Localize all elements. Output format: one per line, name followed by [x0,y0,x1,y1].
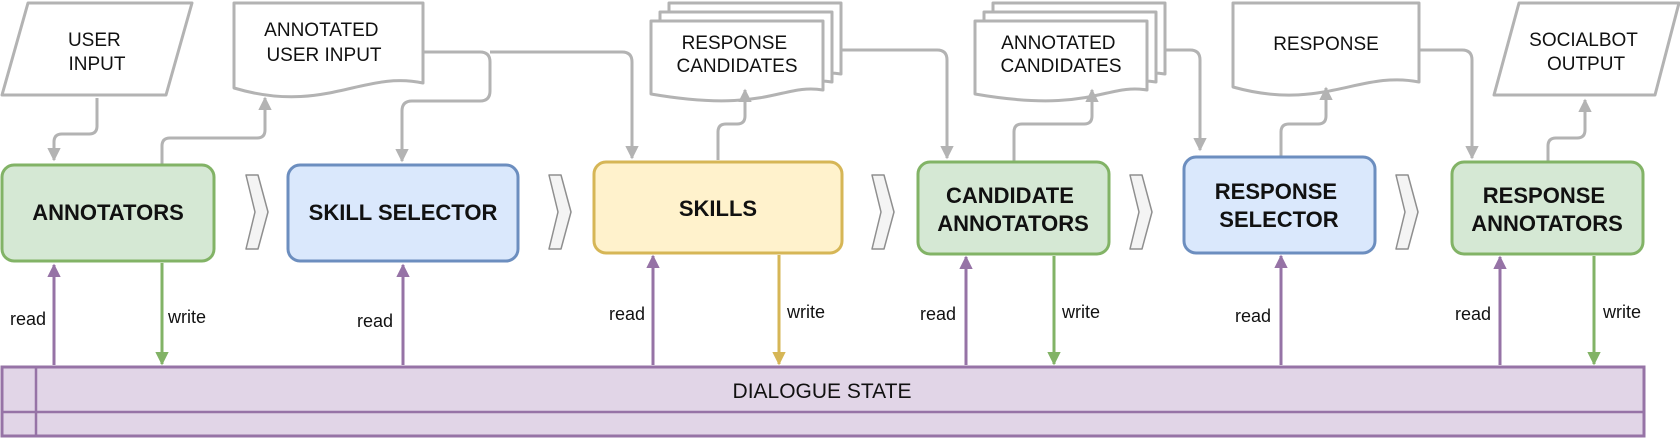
socialbot-output-line1: SOCIALBOT [1529,30,1638,51]
socialbot-output-line2: OUTPUT [1547,54,1626,75]
read-label-annotators: read [10,309,46,329]
response-annotators-label: RESPONSE ANNOTATORS [1471,183,1623,236]
flow-response-candidates-to-candidate-annotators [841,48,954,160]
annotated-user-input-line1: ANNOTATED [264,20,378,41]
response-annotators-line1: RESPONSE [1483,183,1605,208]
step-arrow-5 [1395,174,1419,250]
step-arrow-3 [871,174,895,250]
skill-selector-label: SKILL SELECTOR [309,200,498,225]
write-label-annotators: write [167,307,206,327]
read-label-response-selector: read [1235,306,1271,326]
read-write-arrows [47,254,1601,366]
annotated-user-input-label: ANNOTATED USER INPUT [264,20,384,66]
skill-selector-line1: SKILL SELECTOR [309,200,498,225]
response-shape: RESPONSE [1231,1,1421,97]
flow-annotated-candidates-to-response-selector [1165,48,1207,152]
write-label-skills: write [786,302,825,322]
flow-response-annotators-to-socialbot-output [1546,98,1592,162]
annotated-candidates-line1: ANNOTATED [1001,33,1115,54]
flow-user-input-to-annotators [47,98,99,162]
response-candidates-shape: RESPONSE CANDIDATES [649,1,843,103]
step-arrows [245,174,1419,250]
candidate-annotators-label: CANDIDATE ANNOTATORS [937,183,1089,236]
response-selector-line1: RESPONSE [1215,179,1337,204]
stage-response-annotators: RESPONSE ANNOTATORS [1450,160,1645,256]
response-annotators-line2: ANNOTATORS [1471,211,1623,236]
step-arrow-4 [1129,174,1153,250]
read-label-response-annotators: read [1455,304,1491,324]
user-input-shape: USER INPUT [0,1,194,97]
socialbot-output-label: SOCIALBOT OUTPUT [1529,30,1643,75]
step-arrow-1 [245,174,269,250]
annotators-label: ANNOTATORS [32,200,184,225]
flow-annotated-input-to-skills [490,50,639,160]
response-candidates-line1: RESPONSE [682,33,788,54]
annotated-user-input-line2: USER INPUT [266,45,381,66]
response-label: RESPONSE [1273,34,1379,55]
user-input-label: USER INPUT [68,30,126,75]
annotators-line1: ANNOTATORS [32,200,184,225]
read-label-candidate-annotators: read [920,304,956,324]
candidate-annotators-line2: ANNOTATORS [937,211,1089,236]
flow-annotators-to-annotated-input [160,96,272,164]
step-arrow-2 [548,174,572,250]
annotated-candidates-line2: CANDIDATES [1000,56,1121,77]
dialogue-state-bar: DIALOGUE STATE [0,365,1646,438]
response-line1: RESPONSE [1273,34,1379,55]
annotated-candidates-shape: ANNOTATED CANDIDATES [973,1,1167,103]
data-flow-connectors [47,48,1592,164]
response-selector-label: RESPONSE SELECTOR [1215,179,1343,232]
flow-annotated-input-to-skill-selector [395,50,492,163]
stage-response-selector: RESPONSE SELECTOR [1182,155,1377,255]
stage-annotators: ANNOTATORS [0,163,216,263]
response-selector-line2: SELECTOR [1219,207,1339,232]
flow-response-selector-to-response [1279,86,1333,157]
flow-candidate-annotators-to-annotated-candidates [1012,88,1099,162]
candidate-annotators-line1: CANDIDATE [946,183,1074,208]
read-write-labels: read write read read write read write re… [10,302,1641,331]
response-candidates-label: RESPONSE CANDIDATES [676,33,797,77]
stage-skill-selector: SKILL SELECTOR [286,163,520,263]
stage-skills: SKILLS [592,160,844,255]
write-label-response-annotators: write [1602,302,1641,322]
user-input-line2: INPUT [69,54,126,75]
write-label-candidate-annotators: write [1061,302,1100,322]
annotated-candidates-label: ANNOTATED CANDIDATES [1000,33,1121,77]
flow-skills-to-response-candidates [716,88,752,160]
response-candidates-line2: CANDIDATES [676,56,797,77]
skills-label: SKILLS [679,196,757,221]
dialogue-state-label: DIALOGUE STATE [733,380,912,403]
stage-candidate-annotators: CANDIDATE ANNOTATORS [916,160,1111,256]
flow-response-to-response-annotators [1419,48,1479,160]
annotated-user-input-shape: ANNOTATED USER INPUT [232,1,425,99]
skills-line1: SKILLS [679,196,757,221]
read-label-skills: read [609,304,645,324]
read-label-skill-selector: read [357,311,393,331]
user-input-line1: USER [68,30,121,51]
socialbot-output-shape: SOCIALBOT OUTPUT [1492,1,1680,97]
